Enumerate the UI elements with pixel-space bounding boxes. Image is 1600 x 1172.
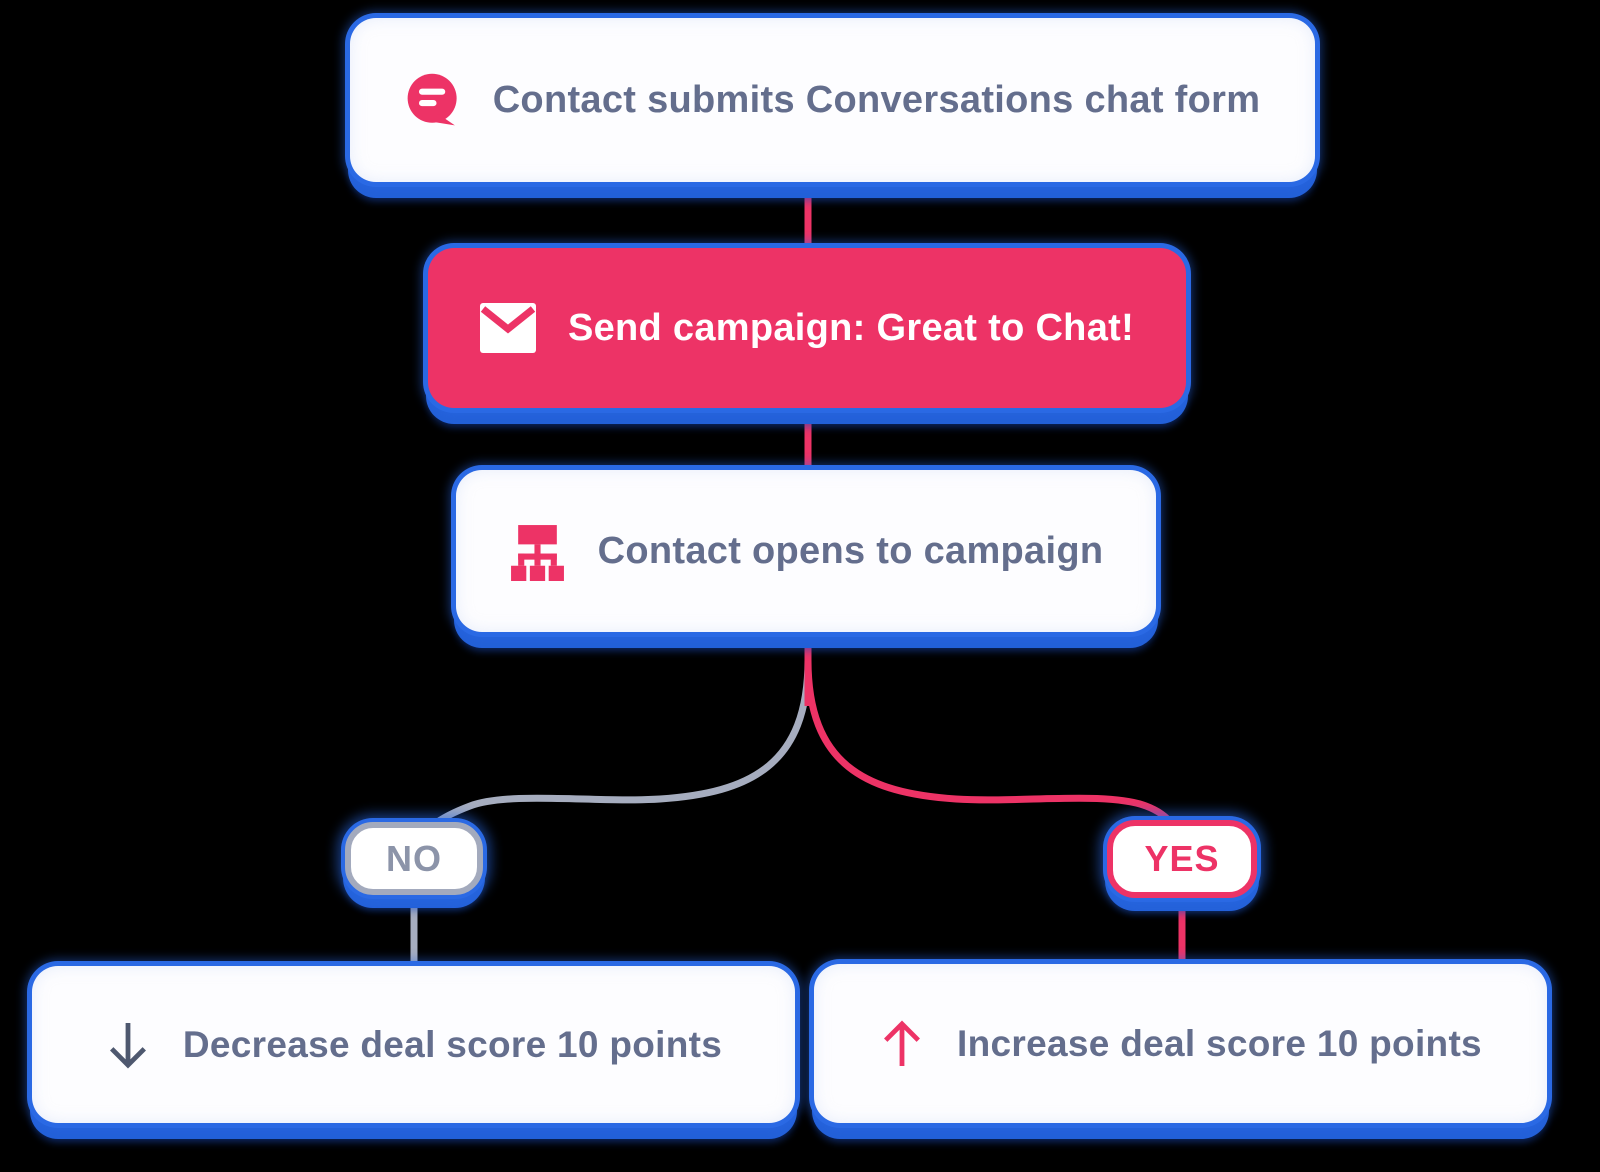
branch-no-pill[interactable]: NO (345, 822, 483, 895)
connector-branch-yes (804, 659, 1186, 985)
envelope-icon (479, 303, 536, 353)
node-increase-deal-score[interactable]: Increase deal score 10 points (814, 964, 1547, 1123)
node-label: Contact submits Conversations chat form (492, 78, 1261, 121)
node-label: Send campaign: Great to Chat! (567, 306, 1135, 349)
arrow-down-icon (105, 1019, 151, 1071)
connector-branch-no (410, 659, 812, 985)
arrow-up-icon (879, 1018, 925, 1070)
sitemap-icon (509, 522, 566, 581)
node-label: Decrease deal score 10 points (182, 1023, 723, 1065)
node-label: Contact opens to campaign (597, 529, 1104, 572)
node-contact-submits-chat-form[interactable]: Contact submits Conversations chat form (350, 18, 1315, 182)
branch-yes-label: YES (1144, 838, 1220, 879)
branch-yes-pill[interactable]: YES (1107, 820, 1257, 898)
node-label: Increase deal score 10 points (957, 1022, 1482, 1064)
node-send-campaign[interactable]: Send campaign: Great to Chat! (428, 248, 1186, 408)
chat-bubble-icon (405, 72, 461, 128)
node-contact-opens-campaign[interactable]: Contact opens to campaign (456, 470, 1156, 632)
node-decrease-deal-score[interactable]: Decrease deal score 10 points (32, 966, 795, 1123)
branch-no-label: NO (386, 837, 442, 879)
